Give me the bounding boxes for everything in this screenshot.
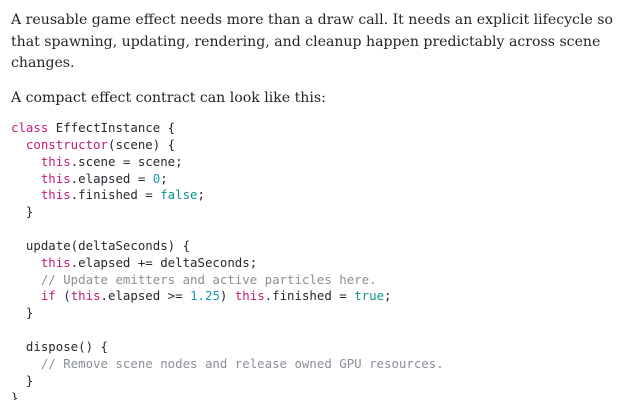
code-token: .finished = — [264, 288, 355, 304]
code-token — [11, 154, 41, 169]
code-line: // Remove scene nodes and release owned … — [11, 356, 444, 373]
code-token-kw: this — [40, 170, 71, 186]
code-line: dispose() { — [11, 339, 444, 356]
code-token: .elapsed += deltaSeconds; — [70, 254, 258, 270]
code-token: ( — [55, 288, 71, 304]
code-token-fn: constructor — [25, 136, 108, 152]
code-token: } — [11, 204, 34, 220]
code-token: } — [11, 389, 19, 400]
code-token: .finished = — [70, 187, 161, 203]
code-token: EffectInstance { — [48, 120, 176, 135]
code-token: dispose() { — [11, 338, 108, 354]
code-token: ; — [160, 170, 168, 186]
code-token-cm: // Update emitters and active particles … — [40, 271, 377, 287]
code-token — [11, 171, 41, 186]
code-token — [11, 272, 41, 287]
code-token-kw: this — [40, 187, 71, 203]
code-line: this.finished = false; — [11, 187, 444, 204]
code-token-num: 1.25 — [190, 288, 220, 304]
intro-line-2: that spawning, updating, rendering, and … — [11, 33, 601, 50]
code-line: this.elapsed += deltaSeconds; — [11, 255, 444, 272]
code-line: this.scene = scene; — [11, 154, 444, 171]
code-token-kw: this — [40, 153, 71, 169]
code-line: // Update emitters and active particles … — [11, 272, 444, 289]
code-token — [11, 187, 41, 202]
code-token-kw: this — [40, 254, 71, 270]
code-token: } — [11, 305, 34, 321]
code-line: class EffectInstance { — [11, 120, 444, 137]
code-token — [11, 255, 41, 270]
intro-paragraph: A reusable game effect needs more than a… — [11, 10, 613, 75]
code-line — [11, 221, 444, 238]
code-token — [11, 288, 41, 303]
code-token: ; — [384, 288, 392, 304]
code-token: .scene = scene; — [70, 153, 183, 169]
code-line: } — [11, 305, 444, 322]
code-token-kw: if — [40, 288, 56, 304]
contract-intro-paragraph: A compact effect contract can look like … — [11, 88, 611, 110]
code-token-kw: class — [11, 120, 49, 135]
code-token: ; — [197, 187, 205, 203]
contract-intro-text: A compact effect contract can look like … — [11, 90, 326, 106]
intro-line-3: changes. — [11, 55, 75, 71]
code-token-bool: true — [354, 288, 385, 304]
code-token-kw: this — [70, 288, 101, 304]
code-line: if (this.elapsed >= 1.25) this.finished … — [11, 288, 444, 305]
code-block: class EffectInstance { constructor(scene… — [11, 120, 444, 400]
code-token: .elapsed = — [70, 170, 153, 186]
code-token: (scene) { — [107, 136, 176, 152]
code-token-cm: // Remove scene nodes and release owned … — [40, 355, 444, 371]
code-token — [11, 356, 41, 371]
intro-line-1: A reusable game effect needs more than a… — [11, 12, 613, 28]
code-token: } — [11, 372, 34, 388]
code-line: constructor(scene) { — [11, 137, 444, 154]
code-token: .elapsed >= — [100, 288, 191, 304]
code-line: this.elapsed = 0; — [11, 171, 444, 188]
code-token-num: 0 — [152, 170, 161, 186]
code-token: update(deltaSeconds) { — [11, 237, 191, 253]
code-line — [11, 322, 444, 339]
code-token — [11, 137, 26, 152]
code-line: } — [11, 373, 444, 390]
code-token-kw: this — [234, 288, 265, 304]
code-token: ) — [219, 288, 235, 304]
code-line: update(deltaSeconds) { — [11, 238, 444, 255]
code-line: } — [11, 390, 444, 400]
code-token-bool: false — [160, 187, 198, 203]
code-line: } — [11, 204, 444, 221]
